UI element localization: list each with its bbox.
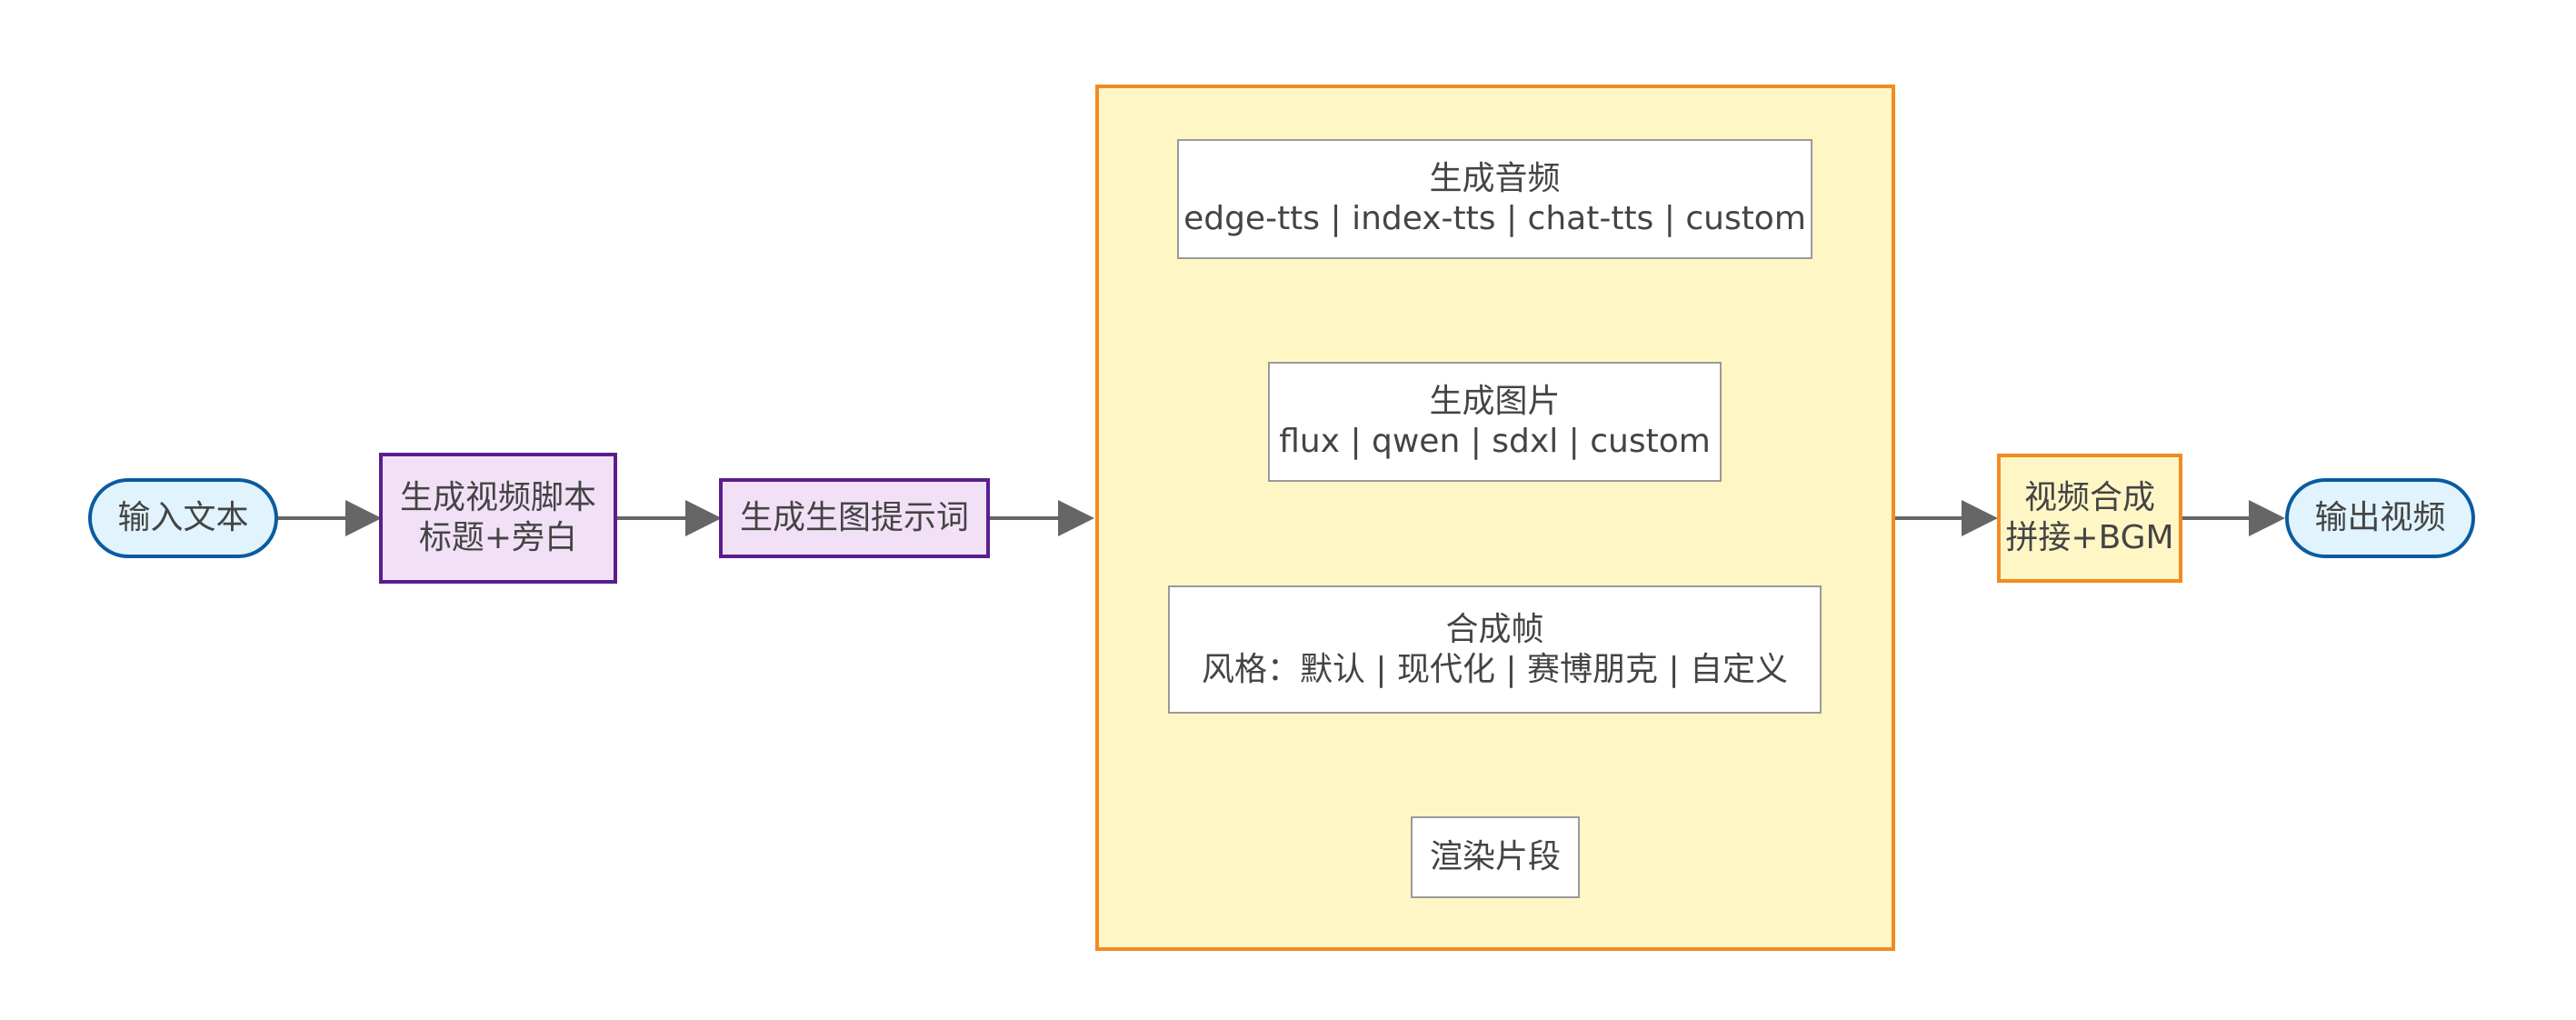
gen-script-subtitle: 标题+旁白 bbox=[418, 519, 578, 556]
gen-audio-options: edge-tts | index-tts | chat-tts | custom bbox=[1183, 200, 1806, 237]
gen-script-node: 生成视频脚本 标题+旁白 bbox=[379, 453, 617, 584]
gen-image-title: 生成图片 bbox=[1429, 383, 1561, 420]
compose-frame-styles: 风格：默认 | 现代化 | 赛博朋克 | 自定义 bbox=[1201, 650, 1789, 688]
input-text-node: 输入文本 bbox=[88, 478, 278, 558]
gen-image-node: 生成图片 flux | qwen | sdxl | custom bbox=[1268, 362, 1722, 482]
video-compose-subtitle: 拼接+BGM bbox=[2005, 519, 2174, 556]
render-segment-node: 渲染片段 bbox=[1411, 816, 1580, 898]
render-segment-label: 渲染片段 bbox=[1429, 838, 1561, 875]
gen-script-title: 生成视频脚本 bbox=[399, 479, 596, 516]
compose-frame-title: 合成帧 bbox=[1445, 610, 1544, 648]
input-text-label: 输入文本 bbox=[117, 499, 249, 536]
video-compose-node: 视频合成 拼接+BGM bbox=[1997, 454, 2182, 583]
gen-prompt-label: 生成生图提示词 bbox=[739, 499, 969, 536]
gen-audio-node: 生成音频 edge-tts | index-tts | chat-tts | c… bbox=[1177, 139, 1812, 259]
compose-frame-node: 合成帧 风格：默认 | 现代化 | 赛博朋克 | 自定义 bbox=[1168, 585, 1822, 714]
gen-prompt-node: 生成生图提示词 bbox=[719, 478, 990, 558]
video-compose-title: 视频合成 bbox=[2023, 479, 2155, 516]
output-video-node: 输出视频 bbox=[2285, 478, 2475, 558]
gen-audio-title: 生成音频 bbox=[1429, 160, 1561, 197]
output-video-label: 输出视频 bbox=[2314, 499, 2446, 536]
gen-image-options: flux | qwen | sdxl | custom bbox=[1279, 423, 1711, 460]
